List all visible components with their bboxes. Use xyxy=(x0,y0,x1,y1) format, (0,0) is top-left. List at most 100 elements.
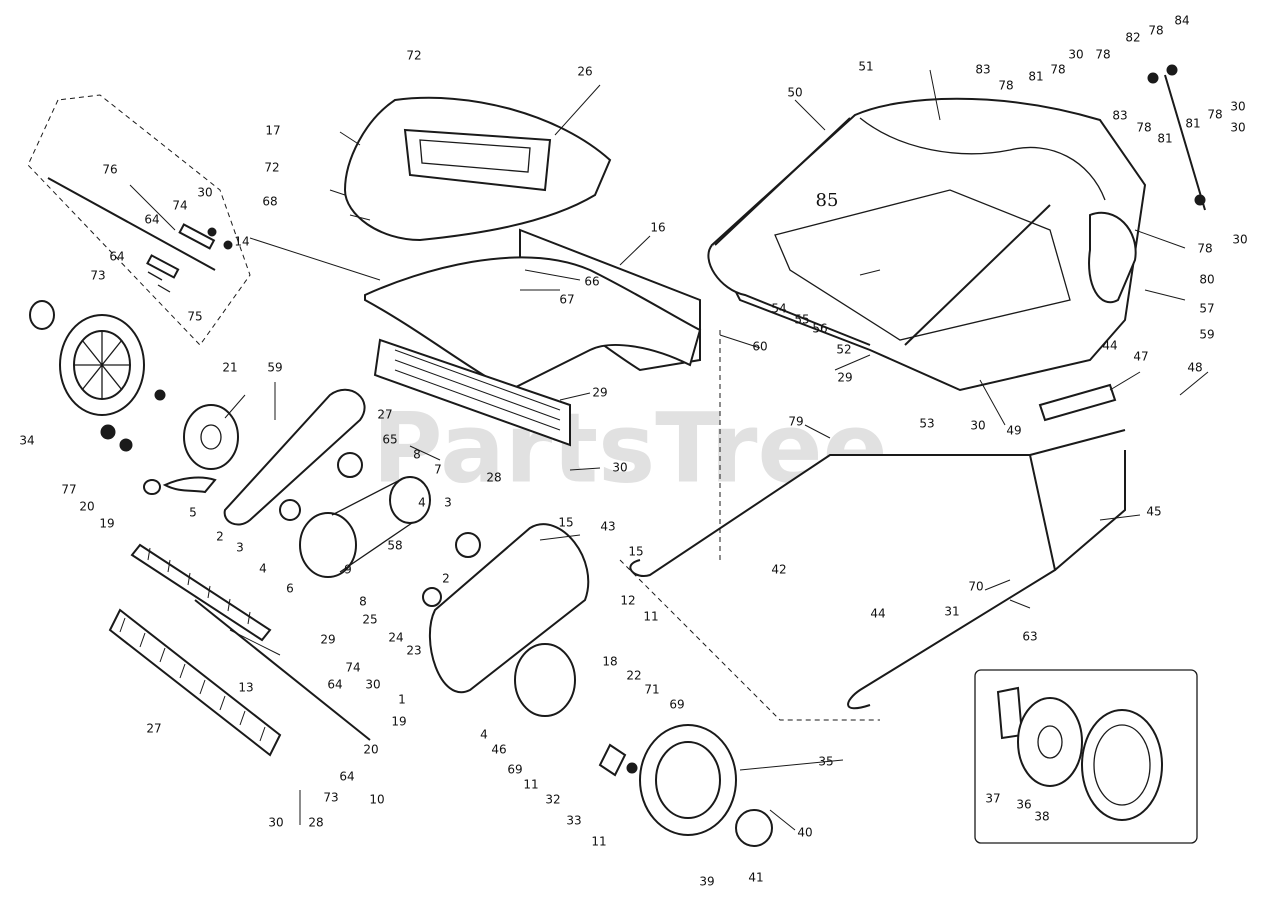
callout-5: 5 xyxy=(189,506,197,520)
callout-13: 13 xyxy=(238,681,253,695)
callout-30: 30 xyxy=(612,461,627,475)
callout-48: 48 xyxy=(1187,361,1202,375)
callout-30: 30 xyxy=(1230,100,1245,114)
callout-30: 30 xyxy=(1068,48,1083,62)
callout-84: 84 xyxy=(1174,14,1189,28)
callout-69: 69 xyxy=(669,698,684,712)
callout-83: 83 xyxy=(1112,109,1127,123)
callout-23: 23 xyxy=(406,644,421,658)
callout-34: 34 xyxy=(19,434,34,448)
bushing-64-lower xyxy=(146,254,180,279)
callout-72: 72 xyxy=(406,49,421,63)
bearing-34-b xyxy=(119,438,133,452)
callout-53: 53 xyxy=(919,417,934,431)
callout-38: 38 xyxy=(1034,810,1049,824)
callout-14: 14 xyxy=(234,235,249,249)
callout-64: 64 xyxy=(144,213,159,227)
callout-26: 26 xyxy=(577,65,592,79)
callout-12: 12 xyxy=(620,594,635,608)
callout-55: 55 xyxy=(794,313,809,327)
brush-upper xyxy=(130,543,272,642)
bearing-34-a xyxy=(100,424,116,440)
callout-11: 11 xyxy=(523,778,538,792)
callout-27: 27 xyxy=(377,408,392,422)
gear-housing-5 xyxy=(223,388,366,526)
callout-19: 19 xyxy=(99,517,114,531)
wheel-hub-36 xyxy=(1017,697,1083,787)
callout-51: 51 xyxy=(858,60,873,74)
hub-cap-41 xyxy=(735,809,773,847)
callout-8: 8 xyxy=(359,595,367,609)
callout-30: 30 xyxy=(365,678,380,692)
callout-31: 31 xyxy=(944,605,959,619)
callout-33: 33 xyxy=(566,814,581,828)
brush-27 xyxy=(108,608,282,757)
callout-75: 75 xyxy=(187,310,202,324)
callout-58: 58 xyxy=(387,539,402,553)
handle-42 xyxy=(629,454,1057,710)
callout-78: 78 xyxy=(998,79,1013,93)
callout-78: 78 xyxy=(1050,63,1065,77)
wheel-detail-inset xyxy=(974,669,1198,844)
brush-housing-ribs xyxy=(394,349,561,431)
callout-52: 52 xyxy=(836,343,851,357)
hopper-floor xyxy=(774,189,1071,341)
callout-81: 81 xyxy=(1185,117,1200,131)
callout-76: 76 xyxy=(102,163,117,177)
hopper-rod-55 xyxy=(904,204,1051,346)
callout-74: 74 xyxy=(172,199,187,213)
callout-30: 30 xyxy=(1230,121,1245,135)
axle-inset xyxy=(27,94,251,346)
gear-3 xyxy=(455,532,481,558)
callout-28: 28 xyxy=(486,471,501,485)
callout-4: 4 xyxy=(259,562,267,576)
callout-29: 29 xyxy=(320,633,335,647)
left-wheel-spokes xyxy=(74,331,130,399)
inset-frame xyxy=(974,669,1198,844)
callout-3: 3 xyxy=(444,496,452,510)
callout-65: 65 xyxy=(382,433,397,447)
hopper-frame-54 xyxy=(707,244,871,346)
callout-28: 28 xyxy=(308,816,323,830)
callout-30: 30 xyxy=(1232,233,1247,247)
wheel-nut xyxy=(154,389,166,401)
callout-78: 78 xyxy=(1148,24,1163,38)
wheel-hub-36-inner xyxy=(1037,725,1063,759)
callout-17: 17 xyxy=(265,124,280,138)
pulley-6 xyxy=(299,512,357,578)
callout-27: 27 xyxy=(146,722,161,736)
callout-50: 50 xyxy=(787,86,802,100)
nut-30-inset xyxy=(207,227,217,237)
callout-69: 69 xyxy=(507,763,522,777)
gear-65 xyxy=(337,452,363,478)
handle-rod-82 xyxy=(1164,74,1206,211)
callout-1: 1 xyxy=(398,693,406,707)
bushing-33 xyxy=(598,743,627,777)
nut-78-bottom xyxy=(1194,194,1206,206)
bearing-11 xyxy=(626,762,638,774)
callout-81: 81 xyxy=(1157,132,1172,146)
callout-54: 54 xyxy=(771,302,786,316)
hopper-group xyxy=(619,64,1206,721)
callout-82: 82 xyxy=(1125,31,1140,45)
hood-window-inner xyxy=(419,139,531,173)
callout-68: 68 xyxy=(262,195,277,209)
callout-24: 24 xyxy=(388,631,403,645)
callout-29: 29 xyxy=(592,386,607,400)
callout-44: 44 xyxy=(1102,339,1117,353)
axle-rod-76 xyxy=(47,177,216,271)
callout-36: 36 xyxy=(1016,798,1031,812)
callout-57: 57 xyxy=(1199,302,1214,316)
brush-upper-bristles xyxy=(147,547,251,625)
callout-71: 71 xyxy=(644,683,659,697)
hood-window xyxy=(403,128,552,192)
knob-20 xyxy=(143,479,161,495)
nut-30-inset-b xyxy=(223,240,233,250)
gear-housing-1 xyxy=(428,523,590,694)
callout-78: 78 xyxy=(1095,48,1110,62)
callout-46: 46 xyxy=(491,743,506,757)
callout-63: 63 xyxy=(1022,630,1037,644)
callout-83: 83 xyxy=(975,63,990,77)
callout-10: 10 xyxy=(369,793,384,807)
